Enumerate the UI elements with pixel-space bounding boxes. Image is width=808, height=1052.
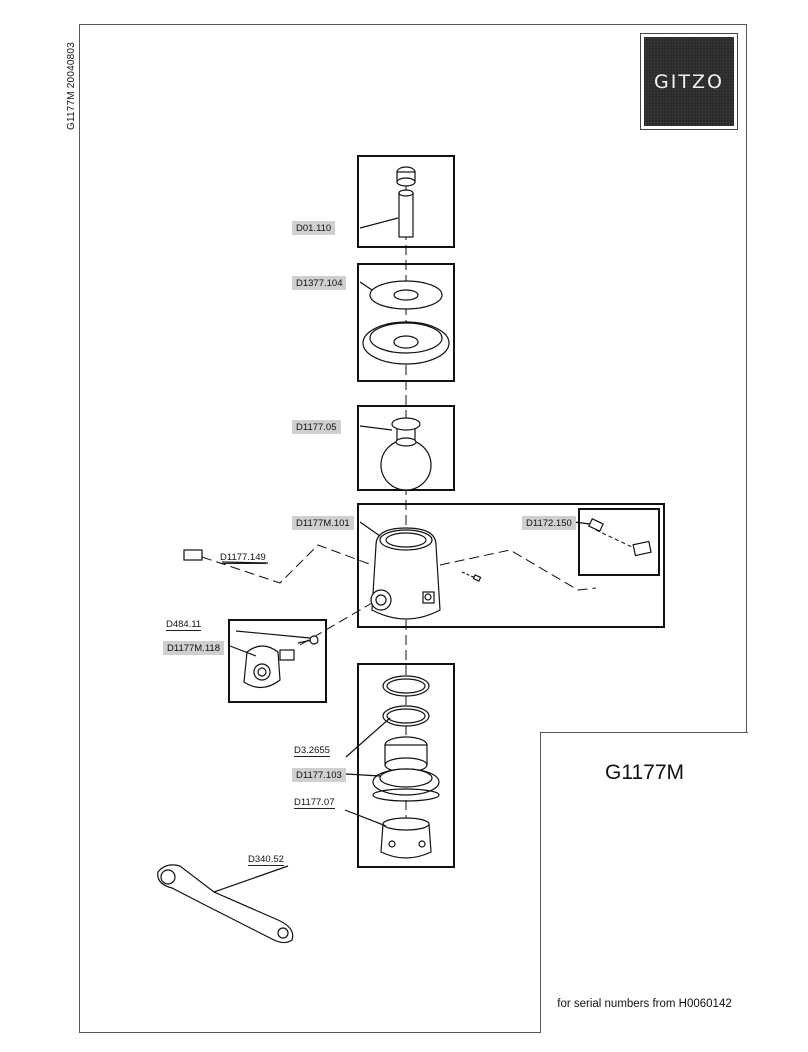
label-d1377-104: D1377.104 xyxy=(292,276,347,290)
label-d1177-103: D1177.103 xyxy=(292,768,346,782)
ball xyxy=(380,439,432,491)
bolt-shaft xyxy=(398,192,414,238)
box-d1172-150 xyxy=(578,508,660,576)
brand-logo: GITZO xyxy=(640,33,738,130)
serial-note: for serial numbers from H0060142 xyxy=(557,998,732,1010)
model-name: G1177M xyxy=(605,761,684,784)
label-d484-11: D484.11 xyxy=(166,619,202,631)
label-d1177-07: D1177.07 xyxy=(294,797,335,809)
label-d1177m-101: D1177M.101 xyxy=(292,516,354,530)
brand-logo-text: GITZO xyxy=(654,70,724,93)
label-d01-110: D01.110 xyxy=(292,221,336,235)
info-panel: G1177M for serial numbers from H0060142 xyxy=(540,732,748,1033)
thumb-badge-text: GITZO xyxy=(653,923,675,929)
label-d1177-149: D1177.149 xyxy=(220,552,266,564)
label-d1172-150: D1172.150 xyxy=(522,516,576,530)
brand-logo-plate: GITZO xyxy=(644,37,734,126)
label-d1177-05: D1177.05 xyxy=(292,420,341,434)
clamp xyxy=(380,823,432,859)
box-d1177m-118 xyxy=(228,619,327,703)
box-d1177-103 xyxy=(357,663,455,868)
drawing-frame xyxy=(79,24,747,1033)
label-d3-2655: D3.2655 xyxy=(294,745,330,757)
label-d340-52: D340.52 xyxy=(248,854,284,866)
wrench xyxy=(157,864,294,944)
box-d1177m-101 xyxy=(357,503,665,628)
label-d1177m-118: D1177M.118 xyxy=(163,641,224,655)
